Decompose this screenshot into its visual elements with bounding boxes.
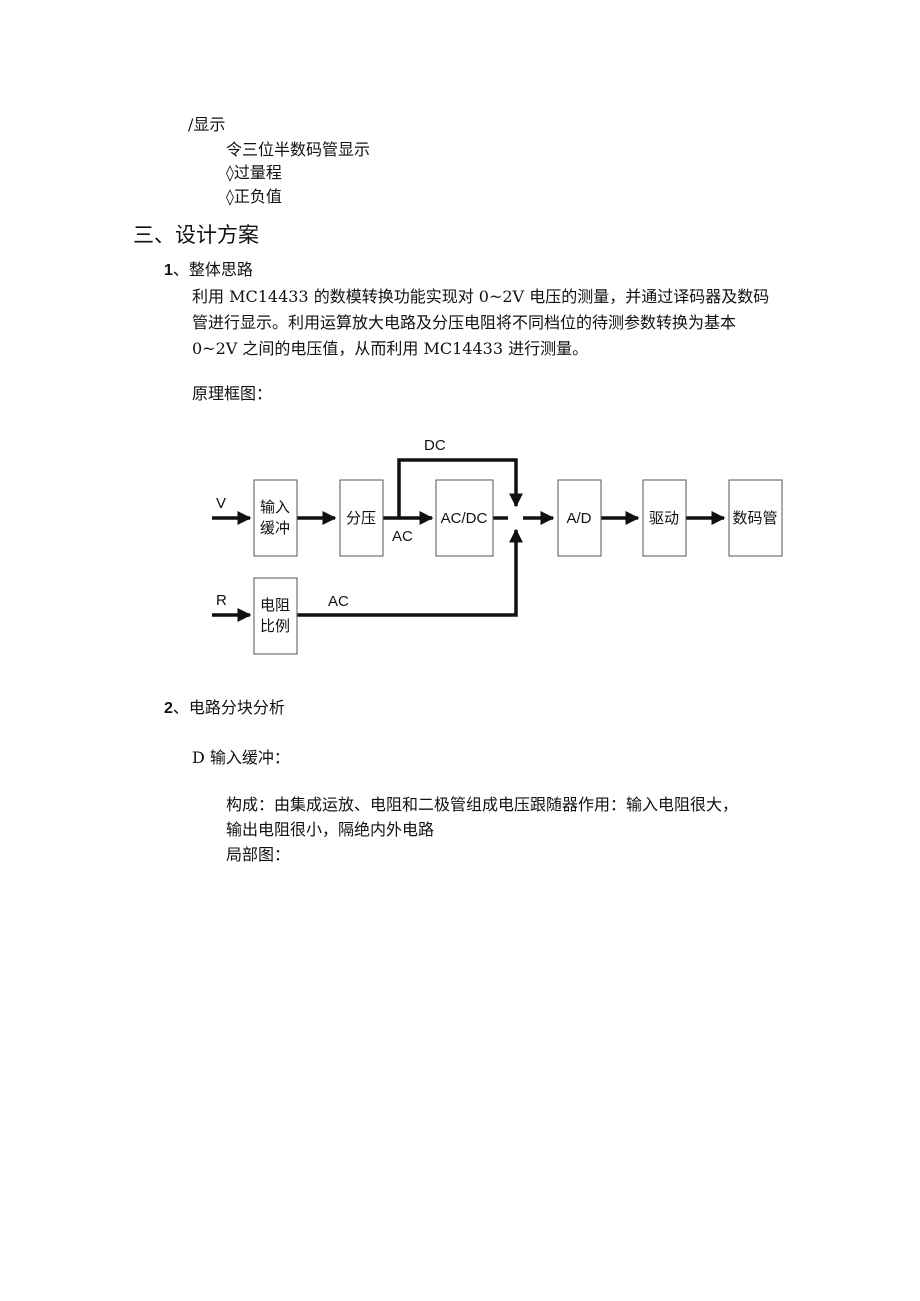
block-diagram: V R 输入 缓冲 分压 AC/DC A/D 驱动 数码管 电阻 比例 DC A… — [212, 437, 783, 655]
block-resistor-line1: 电阻 — [260, 597, 290, 614]
overall-idea-paragraph: 利用 MC14433 的数模转换功能实现对 0~2V 电压的测量，并通过译码器及… — [192, 284, 792, 362]
buffer-description-line1: 构成：由集成运放、电阻和二极管组成电压跟随器作用：输入电阻很大， — [226, 795, 739, 814]
subsection-2-heading: 2、电路分块分析 — [164, 698, 285, 719]
display-item-overrange: ◊过量程 — [226, 163, 282, 182]
subsection-1-title: 、整体思路 — [172, 260, 253, 279]
block-driver — [642, 479, 687, 557]
label-r: R — [216, 592, 227, 609]
block-display-label: 数码管 — [732, 510, 777, 527]
subsection-1-heading: 1、整体思路 — [164, 260, 253, 281]
block-ad — [557, 479, 602, 557]
paragraph-line: 利用 MC14433 的数模转换功能实现对 0~2V 电压的测量，并通过译码器及… — [192, 287, 770, 306]
label-v: V — [216, 495, 226, 512]
block-buffer-line2: 缓冲 — [260, 520, 290, 537]
block-display — [728, 479, 783, 557]
label-ac-upper: AC — [392, 528, 413, 545]
subsection-2-number: 2 — [164, 700, 173, 717]
label-dc: DC — [424, 437, 446, 454]
block-resistor-line2: 比例 — [260, 618, 290, 635]
block-acdc — [435, 479, 494, 557]
display-item-three-half-digit: 令三位半数码管显示 — [226, 140, 371, 159]
block-divider-label: 分压 — [346, 510, 376, 527]
buffer-description-line2: 输出电阻很小，隔绝内外电路 — [226, 820, 435, 839]
section-title: 三、设计方案 — [133, 223, 259, 247]
diagram-caption: 原理框图： — [192, 384, 273, 403]
block-resistor-ratio — [253, 577, 298, 655]
block-input-buffer — [253, 479, 298, 557]
block-driver-label: 驱动 — [649, 510, 679, 527]
arrow-ac-resistor-path — [297, 528, 523, 617]
arrow-dc-bypass — [397, 458, 523, 518]
display-item-polarity: ◊正负值 — [226, 187, 282, 206]
partial-diagram-label: 局部图： — [226, 845, 291, 864]
paragraph-line: 0~2V 之间的电压值，从而利用 MC14433 进行测量。 — [192, 339, 589, 358]
block-acdc-label: AC/DC — [441, 510, 488, 527]
subsection-1-number: 1 — [164, 262, 173, 279]
subsection-2-title: 、电路分块分析 — [172, 698, 285, 717]
block-ad-label: A/D — [566, 510, 591, 527]
input-buffer-heading: D 输入缓冲： — [192, 748, 290, 767]
block-voltage-divider — [339, 479, 384, 557]
label-ac-lower: AC — [328, 593, 349, 610]
paragraph-line: 管进行显示。利用运算放大电路及分压电阻将不同档位的待测参数转换为基本 — [192, 313, 737, 332]
display-heading: /显示 — [188, 115, 226, 134]
block-buffer-line1: 输入 — [260, 499, 290, 516]
